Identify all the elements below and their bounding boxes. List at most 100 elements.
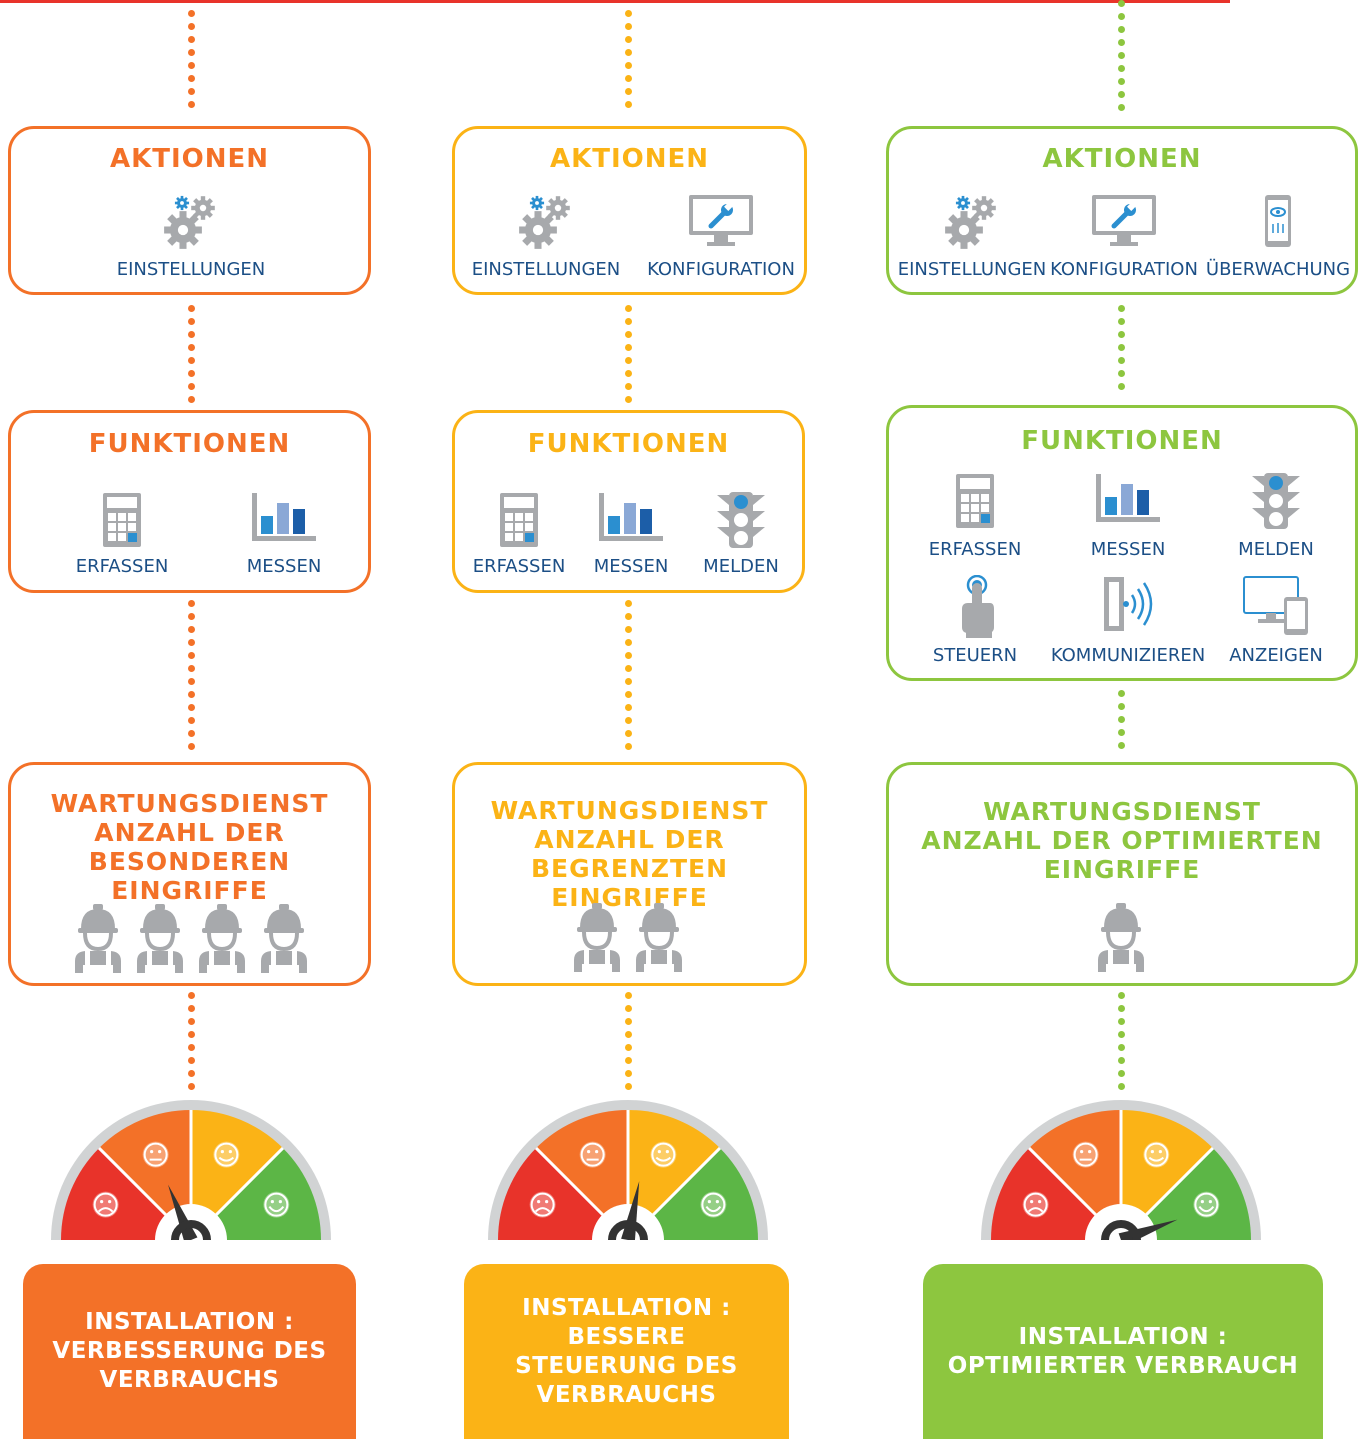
connector-dot (624, 370, 632, 377)
connector-dot (624, 318, 632, 325)
connector-dot (624, 600, 632, 607)
function-item: MELDEN (1191, 408, 1361, 678)
satisfaction-gauge (478, 1080, 778, 1276)
connector-dot (1117, 91, 1125, 98)
item-label: STEUERN (932, 645, 1018, 666)
connector-dot (187, 730, 195, 737)
item-label: EINSTELLUNGEN (471, 259, 621, 280)
connector-dot (187, 75, 195, 82)
item-label: ERFASSEN (928, 539, 1022, 560)
connector-dot (187, 88, 195, 95)
connector-dot (624, 1083, 632, 1090)
connector-dot (1117, 78, 1125, 85)
action-item: KONFIGURATION (1039, 129, 1209, 292)
connector-dot (187, 600, 195, 607)
gauge-segment-red (991, 1148, 1121, 1240)
function-item: ANZEIGEN (1191, 408, 1361, 678)
maintenance-line: ANZAHL DER OPTIMIERTEN (921, 826, 1323, 855)
item-label: EINSTELLUNGEN (116, 259, 266, 280)
dotted-connector (1117, 0, 1125, 120)
gauge-segment-yellow (628, 1110, 720, 1240)
technician-icon (197, 903, 247, 977)
function-item: MELDEN (656, 413, 826, 590)
gauge-segment-green (628, 1148, 758, 1240)
connector-dot (624, 652, 632, 659)
maintenance-line: WARTUNGSDIENST (490, 796, 769, 825)
action-item: ÜBERWACHUNG (1193, 129, 1363, 292)
item-label: ERFASSEN (75, 556, 169, 577)
connector-dot (624, 1005, 632, 1012)
connector-dot (187, 626, 195, 633)
connector-dot (1117, 742, 1125, 749)
connector-dot (187, 1005, 195, 1012)
actions-card: AKTIONEN EINSTELLUNGEN (8, 126, 371, 295)
sad-face-icon (92, 1191, 119, 1218)
technician-icon (135, 903, 185, 977)
function-item: MESSEN (546, 413, 716, 590)
connector-dot (1117, 39, 1125, 46)
connector-dot (187, 704, 195, 711)
connector-dot (624, 717, 632, 724)
dotted-connector (624, 600, 632, 752)
neutral-face-icon (1072, 1141, 1099, 1168)
connector-dot (1117, 26, 1125, 33)
gauge-segment-yellow (1121, 1110, 1213, 1240)
dotted-connector (187, 600, 195, 752)
connector-dot (624, 678, 632, 685)
technician-icon (634, 902, 684, 976)
dotted-connector (624, 305, 632, 405)
connector-dot (187, 1083, 195, 1090)
connector-dot (624, 357, 632, 364)
connector-dot (624, 743, 632, 750)
connector-dot (624, 730, 632, 737)
connector-dot (187, 101, 195, 108)
card-title: AKTIONEN (1042, 144, 1202, 174)
connector-dot (624, 992, 632, 999)
gauge-segment-yellow (191, 1110, 283, 1240)
card-title: AKTIONEN (109, 144, 270, 174)
item-label: ÜBERWACHUNG (1205, 259, 1351, 280)
connector-dot (624, 704, 632, 711)
connector-dot (187, 49, 195, 56)
dotted-connector (187, 992, 195, 1100)
card-title: FUNKTIONEN (1021, 426, 1223, 456)
smile-face-icon (1143, 1141, 1170, 1168)
installation-line: INSTALLATION : (85, 1309, 294, 1335)
card-title: AKTIONEN (549, 144, 710, 174)
item-label: KOMMUNIZIEREN (1050, 645, 1206, 666)
bar-chart-icon (199, 491, 369, 545)
neutral-face-icon (579, 1141, 606, 1168)
connector-dot (187, 613, 195, 620)
connector-dot (187, 717, 195, 724)
technician-icon (259, 903, 309, 977)
technician-icon (1096, 902, 1146, 976)
connector-dot (624, 305, 632, 312)
connector-dot (624, 396, 632, 403)
installation-line: INSTALLATION : BESSERE (522, 1294, 731, 1350)
connector-dot (187, 1057, 195, 1064)
top-accent-bar (0, 0, 1230, 3)
connector-dot (1117, 729, 1125, 736)
connector-dot (624, 36, 632, 43)
connector-dot (187, 10, 195, 17)
calculator-icon (434, 491, 604, 549)
connector-dot (624, 344, 632, 351)
connector-dot (1117, 1005, 1125, 1012)
connector-dot (624, 1018, 632, 1025)
item-label: ANZEIGEN (1229, 645, 1323, 666)
bar-chart-icon (546, 491, 716, 545)
connector-dot (1117, 1057, 1125, 1064)
connector-dot (624, 1044, 632, 1051)
calculator-icon (890, 472, 1060, 530)
connector-dot (187, 36, 195, 43)
monitor-tablet-icon (1191, 575, 1361, 637)
connector-dot (187, 1044, 195, 1051)
connector-dot (1117, 370, 1125, 377)
